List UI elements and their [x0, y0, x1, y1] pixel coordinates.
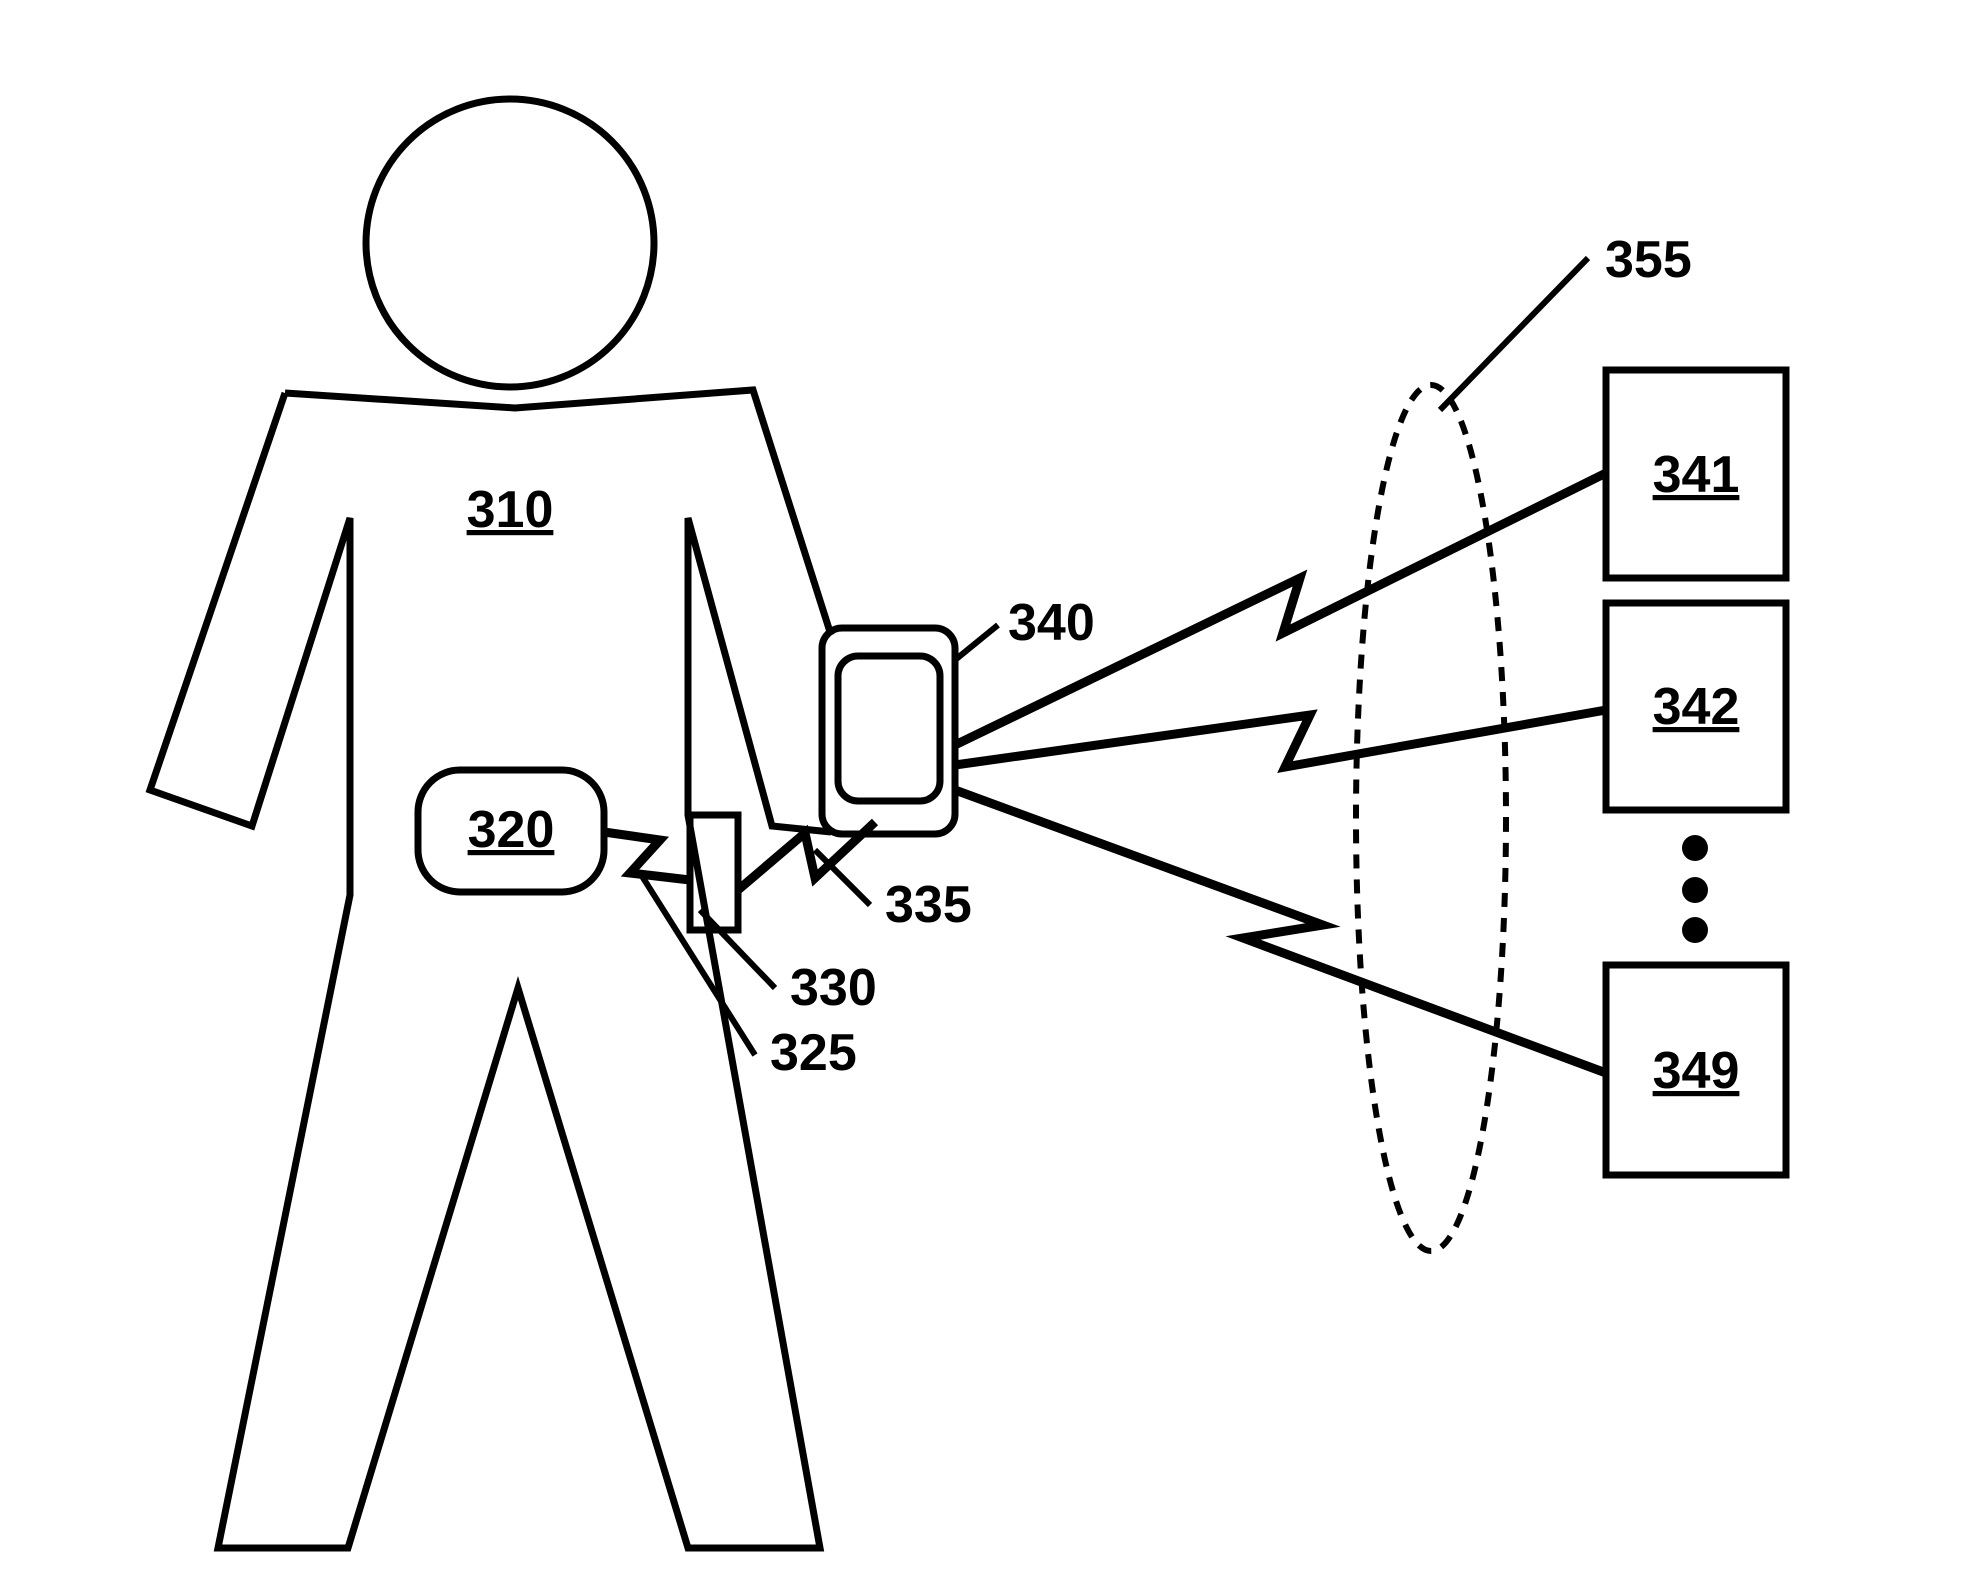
leader-355	[1440, 258, 1588, 410]
person-body-outline	[150, 390, 831, 1548]
ellipsis-dot-1	[1682, 835, 1708, 861]
label-remote-349: 349	[1653, 1042, 1740, 1100]
link-device-remote-2	[955, 710, 1606, 767]
label-link-325: 325	[770, 1024, 857, 1082]
label-transmitter-330: 330	[790, 959, 877, 1017]
label-network-355: 355	[1605, 231, 1692, 289]
link-sensor-transmitter	[604, 832, 690, 880]
label-device-340: 340	[1008, 594, 1095, 652]
link-device-remote-n	[955, 790, 1606, 1073]
leader-340	[955, 625, 998, 660]
ellipsis-dot-3	[1682, 917, 1708, 943]
ellipsis-dot-2	[1682, 877, 1708, 903]
label-remote-342: 342	[1653, 678, 1740, 736]
label-remote-341: 341	[1653, 446, 1740, 504]
network-355-ellipse	[1356, 385, 1506, 1251]
label-sensor-320: 320	[468, 801, 555, 859]
device-340-screen	[838, 656, 940, 801]
label-body-310: 310	[467, 481, 554, 539]
person-head	[366, 99, 654, 387]
label-link-335: 335	[885, 876, 972, 934]
